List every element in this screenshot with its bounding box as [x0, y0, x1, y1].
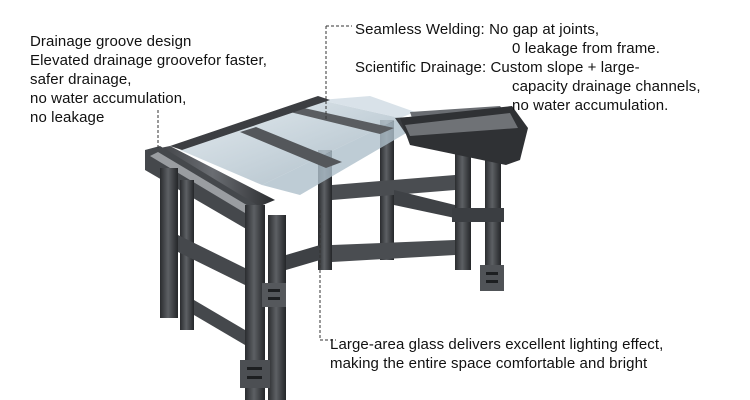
glass-lighting-callout: Large-area glass delivers excellent ligh… [330, 335, 663, 373]
seamless-welding-line-2: 0 leakage from frame. [512, 40, 660, 57]
scientific-drainage-line-3: no water accumulation. [512, 97, 669, 114]
glass-lighting-line-1: Large-area glass delivers excellent ligh… [330, 336, 664, 353]
welding-drainage-callout: Seamless Welding: No gap at joints, 0 le… [355, 20, 701, 115]
drainage-groove-title: Drainage groove design [30, 33, 192, 50]
drainage-groove-line-4: no water accumulation, [30, 90, 187, 107]
front-frame [160, 168, 320, 400]
drainage-groove-callout: Drainage groove design Elevated drainage… [30, 32, 267, 127]
scientific-drainage-line-1: Scientific Drainage: Custom slope + larg… [355, 59, 640, 76]
scientific-drainage-line-2: capacity drainage channels, [512, 78, 701, 95]
right-drainage-gutter [400, 106, 528, 165]
back-frame [318, 120, 504, 291]
drainage-groove-line-2: Elevated drainage groovefor faster, [30, 52, 267, 69]
seamless-welding-line-1: Seamless Welding: No gap at joints, [355, 21, 600, 38]
drainage-groove-line-3: safer drainage, [30, 71, 132, 88]
drainage-groove-line-5: no leakage [30, 109, 105, 126]
leader-lines [157, 25, 352, 341]
glass-lighting-line-2: making the entire space comfortable and … [330, 355, 648, 372]
